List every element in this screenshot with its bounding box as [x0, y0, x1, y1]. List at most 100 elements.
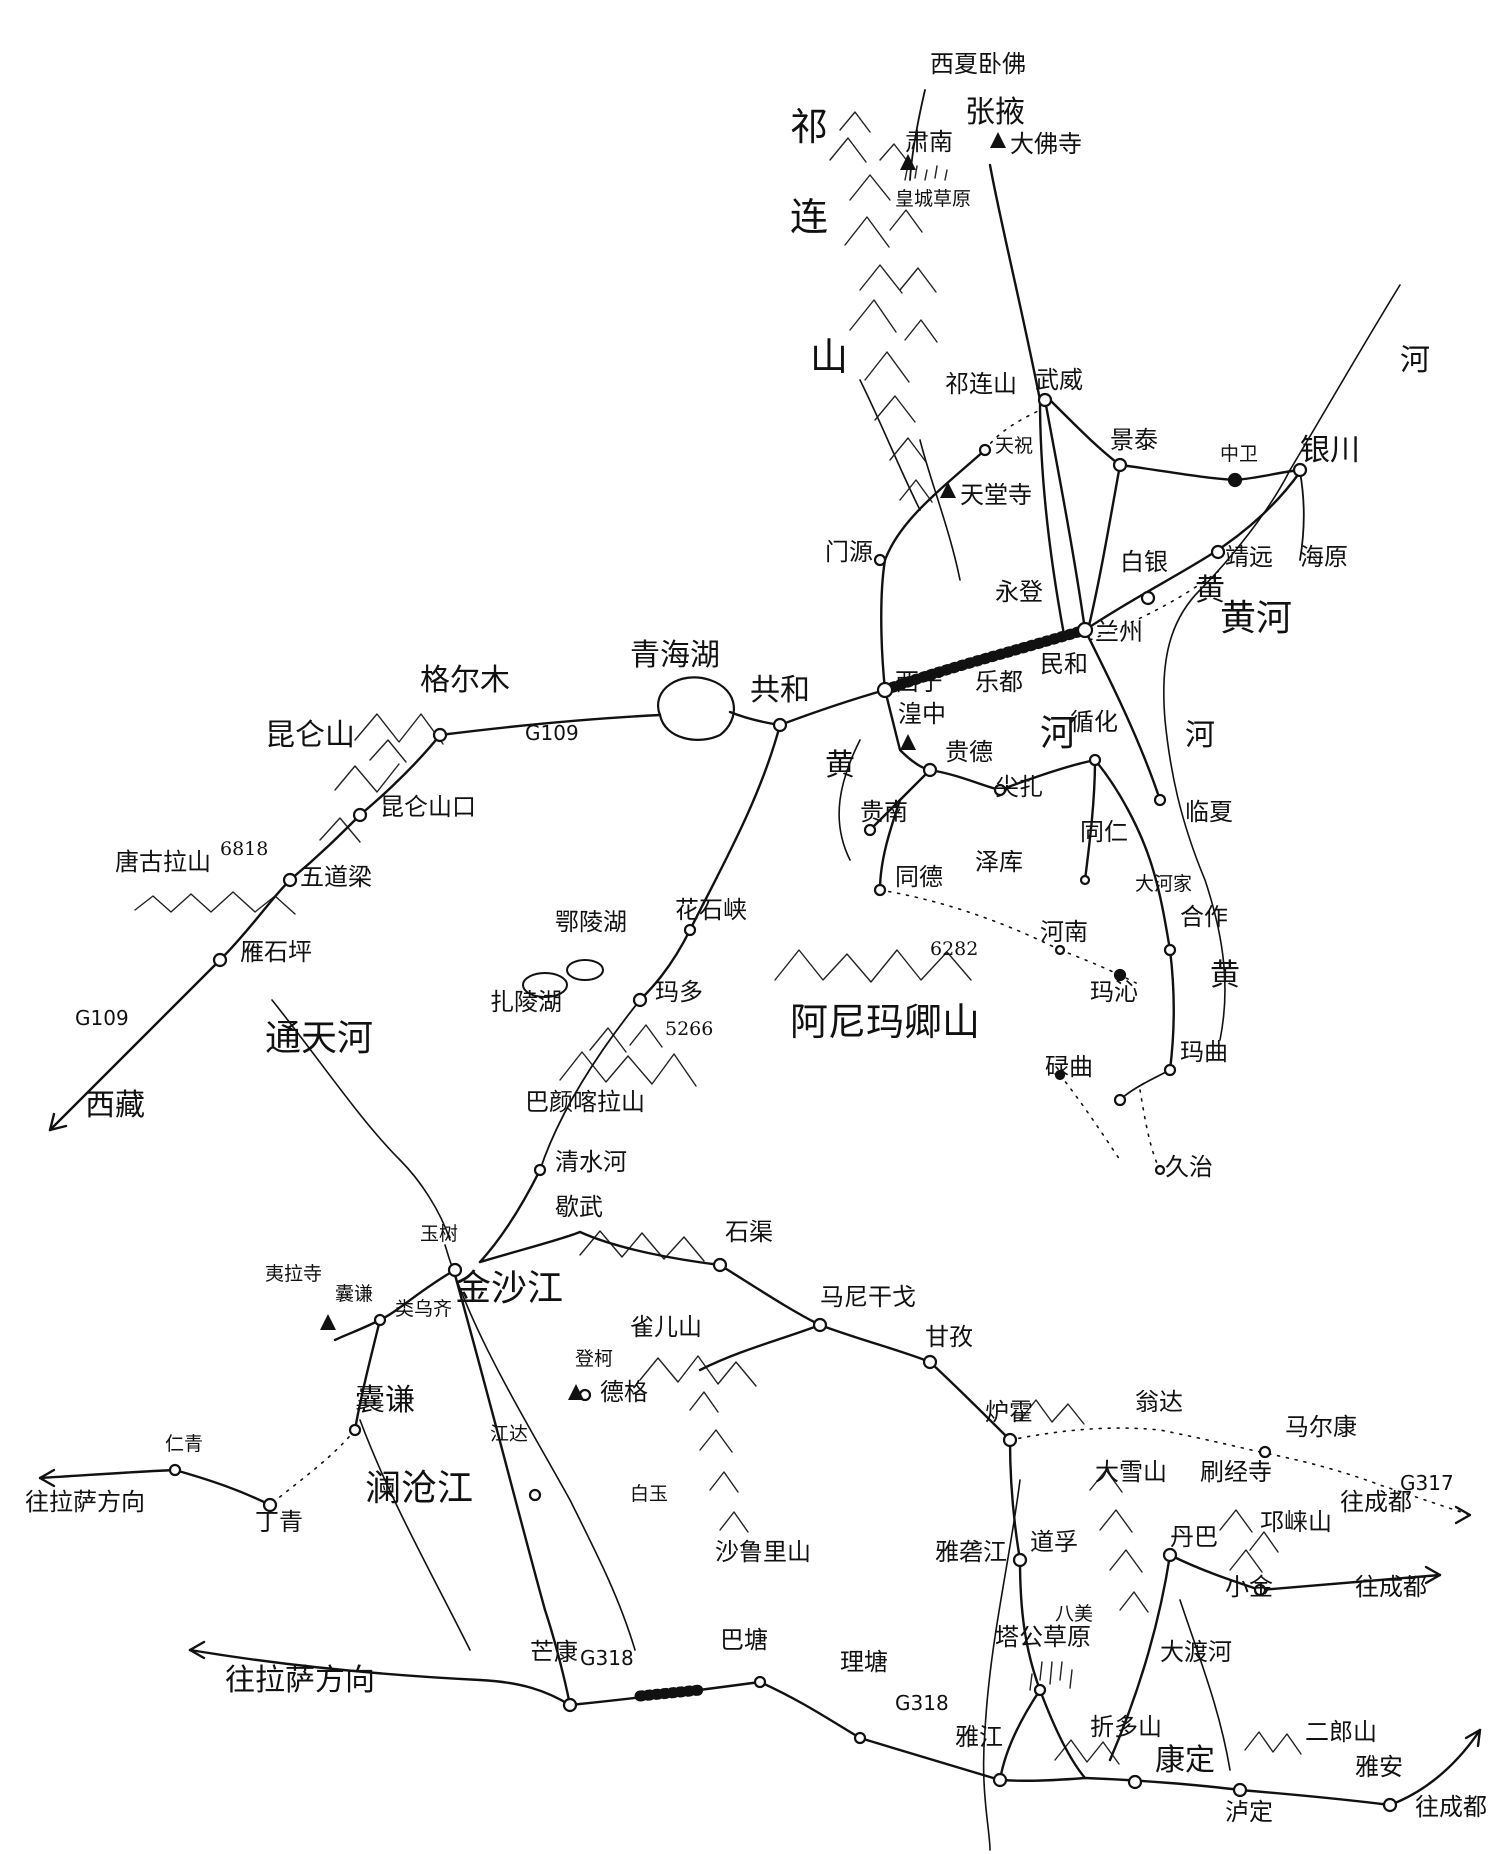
label-qilianshan-2: 祁连山 [945, 370, 1017, 398]
label-huang-3: 黄 [1210, 958, 1240, 993]
label-elev-6282: 6282 [930, 938, 978, 960]
town-yushu [447, 1262, 463, 1278]
label-yaan: 雅安 [1355, 1753, 1403, 1781]
label-shaluli: 沙鲁里山 [715, 1538, 811, 1566]
label-zhongwei: 中卫 [1220, 443, 1258, 465]
town-manigange [812, 1317, 828, 1333]
route-maqin [1059, 1074, 1121, 1161]
label-zheduoshan: 折多山 [1090, 1713, 1162, 1741]
label-huang-2: 黄 [825, 748, 855, 783]
route-zhangye-wuwei [988, 163, 1042, 402]
temple-dafosi [990, 132, 1006, 148]
label-chengdu2: 往成都 [1355, 1573, 1427, 1601]
route-lhasa-mangkang [188, 1648, 572, 1707]
label-henan: 河南 [1040, 918, 1088, 946]
route-lanzhou-yinchuan [1083, 470, 1302, 632]
label-maqu: 玛曲 [1180, 1038, 1228, 1066]
town-geermu [432, 727, 448, 743]
label-wuwei: 武威 [1035, 366, 1083, 394]
route-litang-yajiang [858, 1736, 1002, 1782]
route-linxia-lucu [1168, 948, 1175, 1072]
route-guide-jianzha [928, 768, 1002, 792]
town-yaan [1382, 1797, 1398, 1813]
label-bamei: 八美 [1055, 1603, 1093, 1625]
route-haiyuan [1299, 471, 1305, 561]
town-maerkang [1258, 1445, 1272, 1459]
town-jiuzhi-2 [1054, 1069, 1066, 1081]
route-henan-hezuo [1059, 949, 1141, 986]
label-g109-north: G109 [525, 721, 579, 745]
town-guide [922, 762, 938, 778]
route-xiaojin-chengdu [1258, 1573, 1442, 1592]
rail-ties [879, 624, 1091, 696]
town-yajiang [992, 1772, 1008, 1788]
label-xining: 西宁 [895, 668, 943, 696]
label-huangshui: 河 [1040, 713, 1076, 754]
temple-tiantangsi [940, 482, 956, 498]
town-shiqu [712, 1257, 728, 1273]
town-henan [1054, 944, 1066, 956]
route-shiqu-manigange [718, 1263, 822, 1327]
town-tianzhu [978, 443, 992, 457]
label-danba: 丹巴 [1170, 1523, 1218, 1551]
label-tagong: 塔公草原 [995, 1623, 1091, 1651]
label-manigange: 马尼干戈 [820, 1283, 916, 1311]
route-leiwuqi-dingqing [269, 1429, 356, 1506]
town-zeku [1079, 874, 1091, 886]
luhuo-range [1019, 1399, 1085, 1425]
route-yajiang-kangding [998, 1776, 1087, 1783]
arrow-chengdu1 [1454, 1505, 1472, 1525]
temple-yinalin [320, 1314, 336, 1330]
town-hezuo [1163, 943, 1177, 957]
town-guinan [863, 823, 877, 837]
qilian-stream-2 [859, 379, 921, 511]
label-tanggula: 唐古拉山 [115, 848, 211, 876]
town-lanzhou [1076, 621, 1094, 639]
town-kangding [1127, 1774, 1143, 1790]
town-xiaojin [1253, 1583, 1267, 1597]
label-maqin-town: 玛沁 [1090, 978, 1138, 1006]
yellow-river-north [1162, 284, 1401, 1041]
town-batang [753, 1675, 767, 1689]
route-batang-litang [758, 1680, 862, 1740]
town-wudaoliang [282, 872, 298, 888]
arrow-lhasa-west1 [38, 1468, 56, 1488]
label-huashixia: 花石峡 [675, 896, 747, 924]
town-daofu [1012, 1552, 1028, 1568]
label-ledu: 乐都 [975, 668, 1023, 696]
label-eling: 鄂陵湖 [555, 908, 627, 936]
route-tongren-zeku [1083, 758, 1097, 882]
label-xixia: 西夏卧佛 [930, 50, 1026, 78]
town-wuwei [1037, 392, 1053, 408]
label-qingshuihe: 清水河 [555, 1148, 627, 1176]
label-yajiang: 雅江 [955, 1723, 1003, 1751]
label-wengda: 翁达 [1135, 1388, 1183, 1416]
xiewu-range [579, 1230, 705, 1262]
route-mangkang-batang-ties [634, 1684, 706, 1702]
label-kunlunshan: 昆仑山 [265, 718, 355, 753]
label-daxueshan: 大雪山 [1095, 1458, 1167, 1486]
label-daduhe: 大渡河 [1160, 1638, 1232, 1666]
label-zhaling: 扎陵湖 [490, 988, 562, 1016]
lancang-river [359, 1419, 471, 1651]
route-gonghe-maduo [638, 723, 782, 1002]
label-yanshiping: 雁石坪 [240, 938, 312, 966]
town-baiyu [528, 1488, 542, 1502]
label-yushu: 玉树 [420, 1223, 458, 1245]
label-baiyu: 白玉 [630, 1483, 668, 1505]
route-nangqian-leiwuqi [353, 1318, 382, 1432]
label-dingqing: 丁青 [255, 1508, 303, 1536]
route-zhongwei-yinchuan [1233, 468, 1302, 482]
label-guinan: 贵南 [860, 798, 908, 826]
label-huangzhong: 湟中 [898, 700, 946, 728]
route-lake-geermu [438, 713, 662, 737]
label-batang: 巴塘 [720, 1626, 768, 1654]
label-g318-1: G318 [580, 1646, 634, 1670]
label-litang: 理塘 [840, 1648, 888, 1676]
label-zhangye: 张掖 [965, 95, 1025, 130]
route-lanzhou-baiyin-dot [1089, 569, 1221, 641]
label-tongtian: 通天河 [265, 1018, 373, 1059]
amnemachen-range [774, 949, 972, 983]
qinghai-lake-outline [657, 676, 735, 741]
